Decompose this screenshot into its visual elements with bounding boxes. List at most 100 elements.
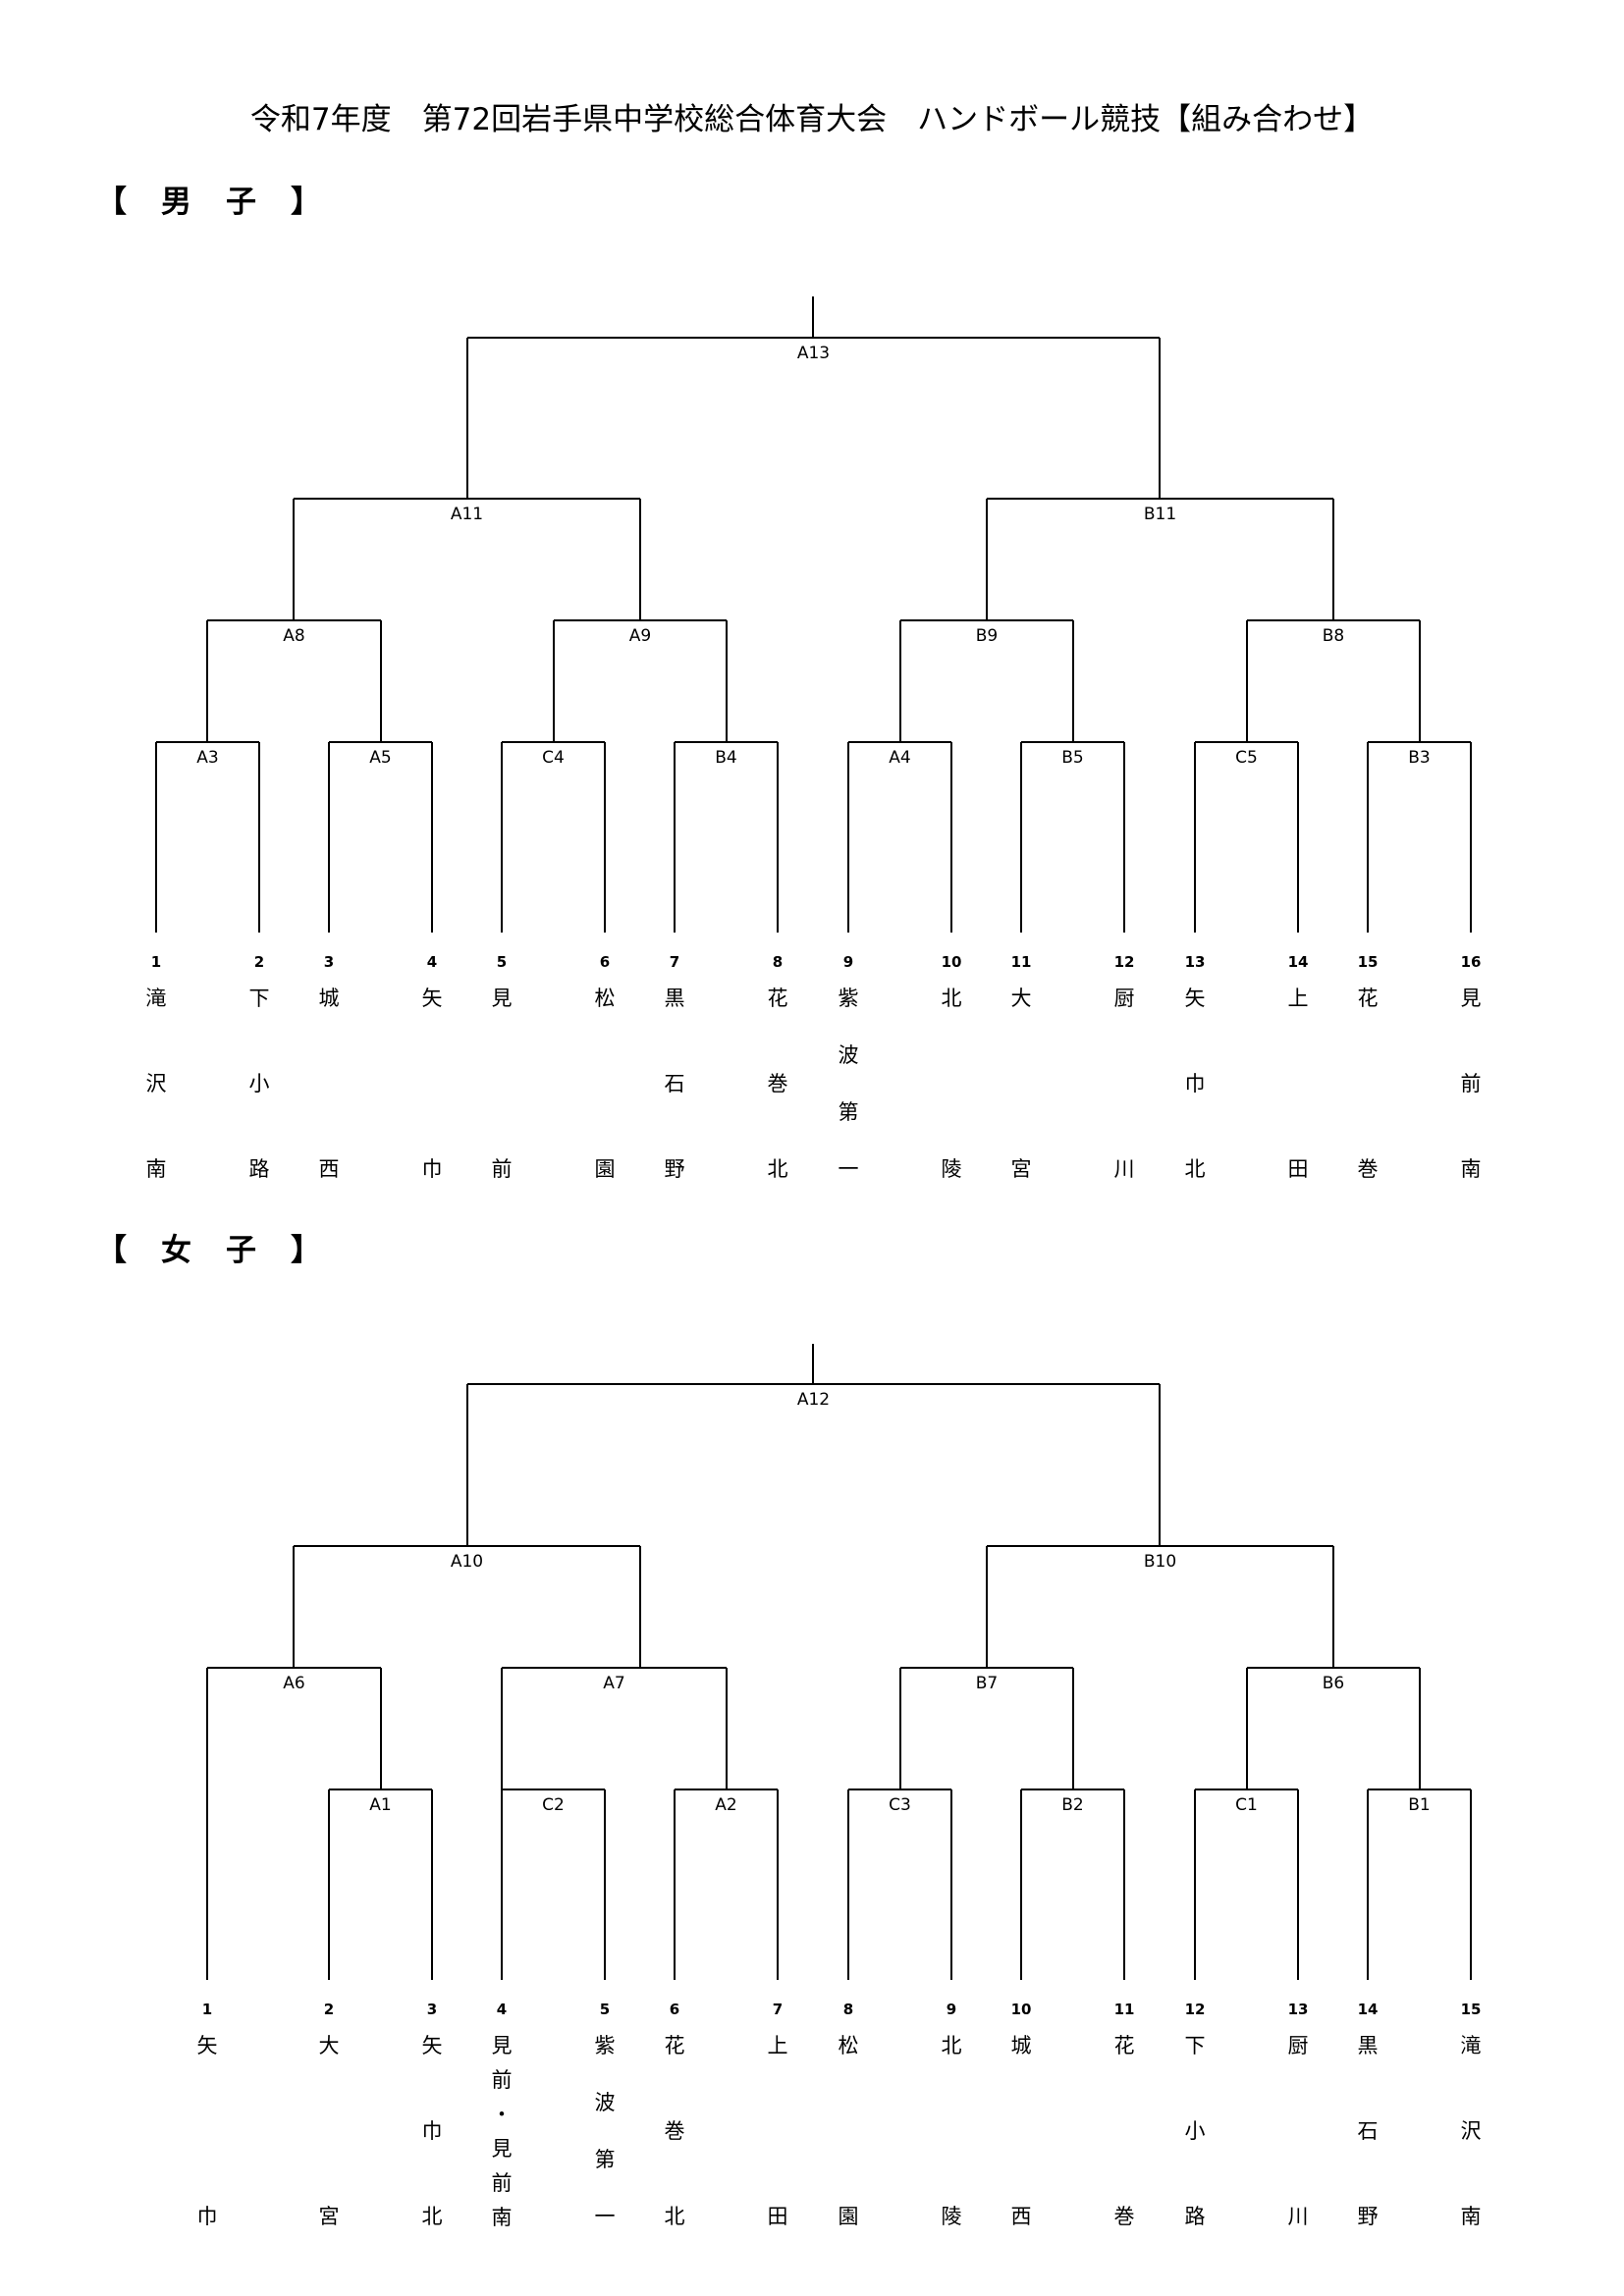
girls-match-qf-2-label: A7 [603,1674,624,1693]
boys-team-name-char: 巾 [1185,1072,1206,1095]
boys-team-name-char: 城 [319,987,340,1010]
girls-team-name-char: 厨 [1288,2034,1309,2057]
boys-match-r1-4-label: B4 [715,748,736,768]
boys-team-number: 13 [1185,953,1206,971]
girls-team-name-char: 上 [768,2034,788,2057]
girls-team-name-char: 黒 [1358,2034,1379,2057]
boys-section-label: 【 男 子 】 [96,185,323,220]
boys-team-name-char: 川 [1114,1157,1135,1181]
boys-team-name-char: 紫 [839,987,859,1010]
boys-team-name-char: 北 [1185,1157,1206,1181]
girls-match-r1-5-label: B2 [1061,1795,1083,1815]
girls-team-name-char: 前 [492,2068,513,2092]
girls-match-r1-6-label: C1 [1235,1795,1258,1815]
girls-team-name-char: 花 [1114,2034,1135,2057]
boys-team-name-char: 宮 [1011,1157,1032,1181]
boys-match-qf-1-label: A8 [283,626,304,646]
girls-team-number: 13 [1288,2001,1309,2018]
girls-match-r1-3-label: A2 [715,1795,736,1815]
girls-team-name-char: 矢 [197,2034,218,2057]
girls-match-r1-1-label: A1 [369,1795,391,1815]
boys-match-qf-4-label: B8 [1323,626,1344,646]
girls-section-label: 【 女 子 】 [96,1233,323,1268]
boys-team-name-char: 矢 [422,987,443,1010]
girls-team-name-char: 西 [1011,2205,1032,2228]
boys-team-name-char: 見 [1461,987,1482,1010]
boys-team-name-char: 巻 [768,1072,788,1095]
boys-team-name-char: 野 [665,1157,685,1181]
girls-team-name-char: 野 [1358,2205,1379,2228]
girls-team-name-char: 小 [1185,2119,1206,2143]
boys-team-number: 1 [151,953,161,971]
girls-team-name-char: 田 [768,2205,788,2228]
boys-team-number: 14 [1288,953,1309,971]
girls-team-name-char: 前 [492,2171,513,2195]
boys-team-number: 15 [1358,953,1379,971]
boys-match-r1-5-label: A4 [889,748,910,768]
girls-team-name-char: ・ [492,2103,513,2126]
boys-team-name-char: 見 [492,987,513,1010]
girls-team-number: 2 [324,2001,334,2018]
boys-team-name-char: 北 [942,987,962,1010]
girls-team-number: 15 [1461,2001,1482,2018]
girls-match-qf-3-label: B7 [976,1674,998,1693]
girls-match-r1-2-label: C2 [542,1795,565,1815]
girls-team-number: 9 [947,2001,956,2018]
boys-team-name-char: 波 [839,1043,859,1067]
girls-team-name-char: 見 [492,2034,513,2057]
girls-team-name-char: 巻 [665,2119,685,2143]
boys-team-name-char: 花 [1358,987,1379,1010]
girls-team-name-char: 南 [1461,2205,1482,2228]
boys-team-name-char: 第 [839,1100,859,1124]
girls-team-name-char: 巻 [1114,2205,1135,2228]
boys-match-r1-6-label: B5 [1061,748,1083,768]
girls-match-r1-7-label: B1 [1408,1795,1430,1815]
boys-team-number: 6 [600,953,610,971]
boys-match-r1-1-label: A3 [196,748,218,768]
girls-match-final-label: A12 [797,1390,830,1410]
boys-team-name-char: 一 [839,1157,859,1181]
girls-team-name-char: 南 [492,2206,513,2229]
girls-team-name-char: 松 [839,2034,859,2057]
boys-match-semi-2-label: B11 [1144,505,1176,524]
boys-match-r1-7-label: C5 [1235,748,1258,768]
girls-team-number: 6 [670,2001,679,2018]
girls-team-name-char: 沢 [1461,2119,1482,2143]
girls-team-name-char: 城 [1011,2034,1032,2057]
boys-team-number: 5 [497,953,507,971]
girls-team-name-char: 石 [1358,2119,1379,2143]
girls-team-name-char: 紫 [595,2034,616,2057]
boys-team-name-char: 前 [492,1157,513,1181]
boys-team-name-char: 前 [1461,1072,1482,1095]
girls-team-number: 14 [1358,2001,1379,2018]
boys-team-name-char: 大 [1011,987,1032,1010]
girls-team-name-char: 大 [319,2034,340,2057]
girls-match-qf-4-label: B6 [1323,1674,1344,1693]
girls-team-name-char: 北 [665,2205,685,2228]
boys-team-name-char: 西 [319,1157,340,1181]
boys-team-number: 9 [843,953,853,971]
boys-match-final-label: A13 [797,344,830,363]
boys-match-semi-1-label: A11 [451,505,483,524]
girls-team-number: 5 [600,2001,610,2018]
boys-team-number: 11 [1011,953,1032,971]
girls-team-name-char: 花 [665,2034,685,2057]
boys-team-name-char: 石 [665,1072,685,1095]
girls-team-name-char: 波 [595,2091,616,2114]
girls-team-name-char: 巾 [422,2119,443,2143]
girls-match-qf-1-label: A6 [283,1674,304,1693]
girls-team-number: 8 [843,2001,853,2018]
boys-team-name-char: 厨 [1114,987,1135,1010]
boys-team-name-char: 北 [768,1157,788,1181]
boys-match-qf-2-label: A9 [629,626,651,646]
boys-team-number: 8 [773,953,783,971]
girls-match-r1-4-label: C3 [889,1795,911,1815]
girls-team-number: 11 [1114,2001,1135,2018]
boys-team-name-char: 巾 [422,1157,443,1181]
girls-team-number: 1 [202,2001,212,2018]
girls-team-name-char: 北 [422,2205,443,2228]
page-title: 令和7年度 第72回岩手県中学校総合体育大会 ハンドボール競技【組み合わせ】 [249,102,1375,137]
boys-team-name-char: 花 [768,987,788,1010]
boys-match-qf-3-label: B9 [976,626,998,646]
